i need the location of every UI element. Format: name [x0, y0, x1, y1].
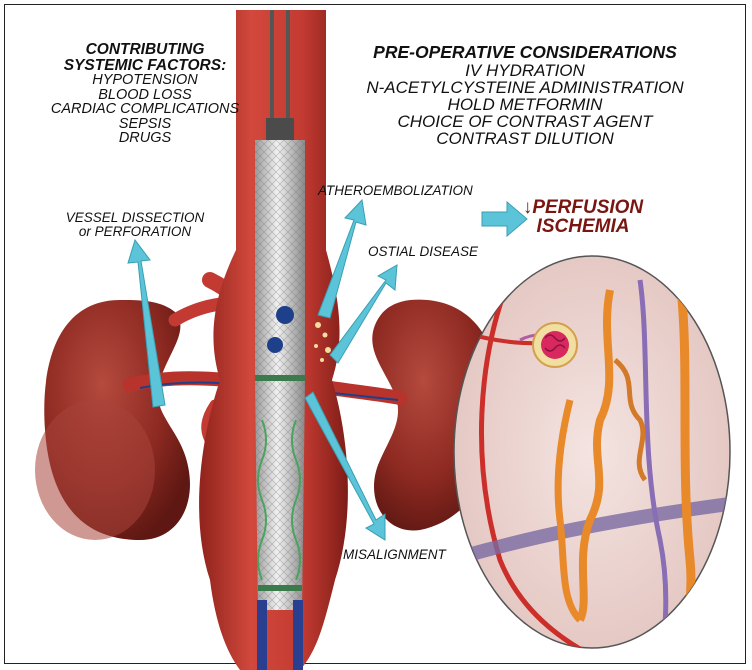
perfusion-ischemia-label: ↓PERFUSION ISCHEMIA: [488, 198, 678, 236]
systemic-factors-title-line2: SYSTEMIC FACTORS:: [63, 56, 227, 74]
risk-arrows: [127, 198, 528, 541]
nephron-inset: [453, 255, 731, 649]
arrow-ostial: [329, 264, 398, 364]
vessel-dissection-line2: or PERFORATION: [78, 223, 192, 239]
arrow-dissection: [127, 238, 166, 408]
stent-graft: [255, 10, 305, 670]
preoperative-item: CONTRAST DILUTION: [436, 128, 614, 148]
systemic-factor-item: BLOOD LOSS: [98, 86, 192, 103]
preoperative-item: CHOICE OF CONTRAST AGENT: [397, 111, 653, 131]
preoperative-item: HOLD METFORMIN: [447, 94, 603, 114]
ischemia-line: ISCHEMIA: [536, 216, 630, 237]
preoperative-title: PRE-OPERATIVE CONSIDERATIONS: [373, 42, 677, 62]
arrow-atheroembolization: [317, 198, 367, 319]
systemic-factors-block: CONTRIBUTING SYSTEMIC FACTORS: HYPOTENSI…: [20, 42, 270, 146]
systemic-factor-item: HYPOTENSION: [92, 72, 198, 88]
systemic-factors-title-line1: CONTRIBUTING: [85, 41, 205, 58]
misalignment-label: MISALIGNMENT: [343, 547, 446, 562]
preoperative-item: IV HYDRATION: [465, 60, 585, 80]
preoperative-item: N-ACETYLCYSTEINE ADMINISTRATION: [366, 77, 684, 97]
systemic-factor-item: CARDIAC COMPLICATIONS: [50, 101, 240, 117]
preoperative-block: PRE-OPERATIVE CONSIDERATIONS IV HYDRATIO…: [335, 42, 715, 148]
atheroemboli: [314, 322, 331, 362]
systemic-factor-item: SEPSIS: [118, 115, 172, 132]
vessel-dissection-label: VESSEL DISSECTION or PERFORATION: [40, 211, 230, 238]
left-kidney: [35, 300, 190, 540]
atheroembolization-label: ATHEROEMBOLIZATION: [318, 183, 473, 198]
ostial-disease-label: OSTIAL DISEASE: [368, 244, 479, 259]
arrow-perfusion: [481, 200, 528, 238]
perfusion-line: ↓PERFUSION: [522, 197, 644, 218]
systemic-factor-item: DRUGS: [118, 130, 172, 146]
arrow-misalignment: [304, 391, 386, 541]
vessel-dissection-line1: VESSEL DISSECTION: [65, 210, 205, 225]
